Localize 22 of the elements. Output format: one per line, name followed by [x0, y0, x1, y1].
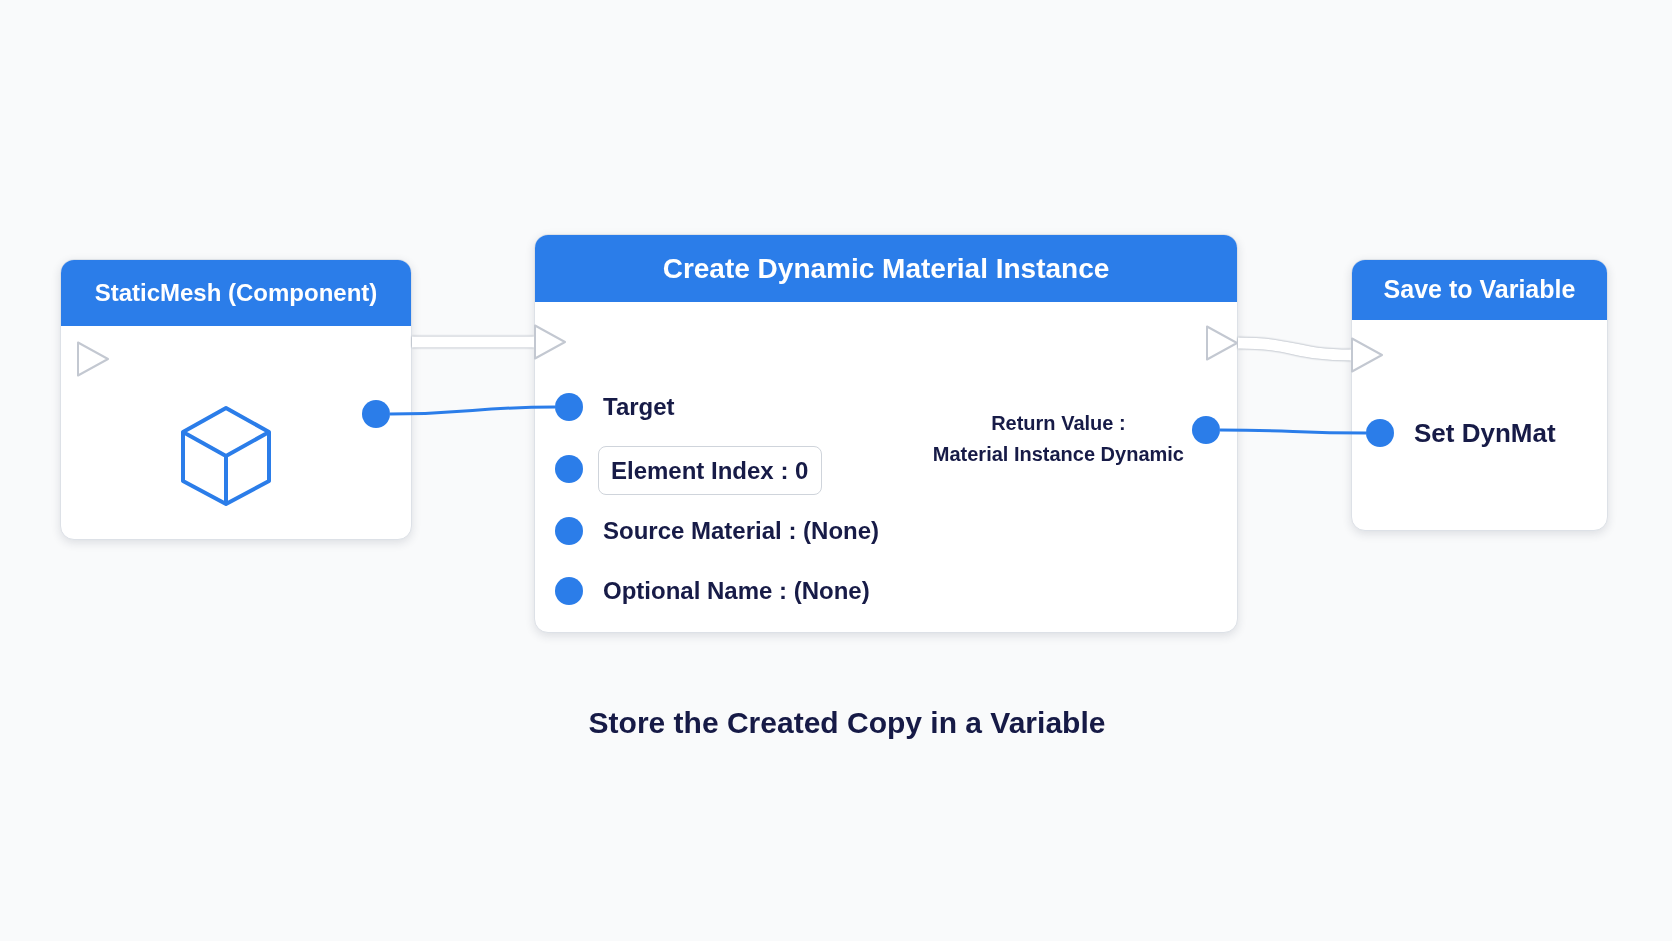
pin-label: Set DynMat [1414, 416, 1556, 450]
exec-pin [1206, 325, 1238, 361]
node-card [534, 234, 1238, 633]
node-header: Create Dynamic Material Instance [535, 235, 1237, 302]
node-card [60, 259, 412, 540]
data-wire [1220, 428, 1366, 435]
node-header: StaticMesh (Component) [61, 260, 411, 326]
caption: Store the Created Copy in a Variable [587, 705, 1107, 741]
node-card [1351, 259, 1608, 531]
pin-label: Material Instance Dynamic [932, 442, 1184, 467]
exec-pin [77, 341, 109, 377]
exec-pin [1351, 337, 1383, 373]
pin-label: Source Material : (None) [603, 516, 880, 546]
exec-wire [412, 336, 534, 348]
node-header: Save to Variable [1352, 260, 1607, 320]
exec-wire [1237, 337, 1352, 361]
pin-label: Optional Name : (None) [603, 576, 870, 606]
data-wire [390, 405, 555, 416]
exec-pin [534, 324, 566, 360]
pin-label: Target [603, 392, 675, 422]
value-field: Element Index : 0 [598, 446, 822, 495]
pin-label: Return Value : [991, 411, 1126, 436]
